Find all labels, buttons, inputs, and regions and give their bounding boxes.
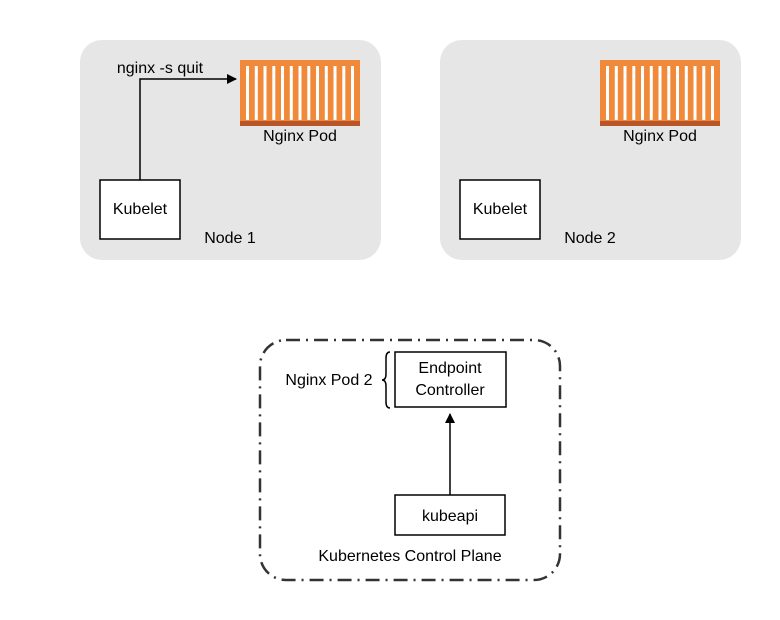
pod-stripe: [254, 66, 258, 120]
kubeapi-box: [394, 494, 506, 536]
node-2: Nginx Pod Kubelet Node 2: [440, 40, 741, 260]
control-plane: Endpoint Controller Nginx Pod 2 kubeapi …: [258, 338, 562, 582]
pod-stripe: [632, 66, 636, 120]
pod-stripe: [281, 66, 284, 120]
pod-stripe: [324, 66, 328, 120]
node-1-pod-label: Nginx Pod: [263, 128, 337, 145]
node-2-pod-label: Nginx Pod: [623, 128, 697, 145]
endpoint-controller-label-line2: Controller: [415, 382, 485, 399]
pod-stripe: [641, 66, 644, 120]
pod-stripe: [667, 66, 671, 120]
pod-stripe: [649, 66, 653, 120]
control-plane-label: Kubernetes Control Plane: [318, 548, 501, 565]
pod-base: [240, 121, 360, 126]
brace-label: Nginx Pod 2: [285, 372, 372, 389]
node-1-kubelet-box: [99, 179, 181, 240]
node-1-nginx-pod-icon: [240, 60, 360, 126]
endpoint-controller-label-line1: Endpoint: [418, 360, 482, 377]
pod-stripe: [711, 66, 714, 120]
pod-base: [600, 121, 720, 126]
pod-stripe: [684, 66, 688, 120]
pod-stripe: [246, 66, 249, 120]
node-1-label: Node 1: [204, 230, 256, 247]
brace-icon: [381, 351, 391, 409]
kubelet-to-pod-arrow: [139, 74, 237, 180]
arrow-label: nginx -s quit: [117, 60, 204, 77]
pod-stripe: [342, 66, 346, 120]
pod-stripe: [658, 66, 662, 120]
control-plane-border: [258, 338, 562, 582]
pod-stripe: [702, 66, 706, 120]
pod-stripe: [333, 66, 337, 120]
pod-stripe: [614, 66, 618, 120]
node-2-label: Node 2: [564, 230, 616, 247]
node-1: Nginx Pod Kubelet Node 1 nginx -s quit: [80, 40, 381, 260]
pod-stripe: [351, 66, 354, 120]
pod-stripe: [316, 66, 319, 120]
pod-stripe: [623, 66, 627, 120]
pod-stripe: [307, 66, 311, 120]
pod-stripe: [272, 66, 276, 120]
pod-stripe: [606, 66, 609, 120]
pod-stripe: [263, 66, 267, 120]
pod-stripe: [676, 66, 679, 120]
pod-stripe: [298, 66, 302, 120]
node-2-kubelet-box: [459, 179, 541, 240]
endpoint-controller-box: [394, 351, 507, 408]
node-2-kubelet-label: Kubelet: [473, 201, 528, 218]
pod-stripe: [289, 66, 293, 120]
kubeapi-label: kubeapi: [422, 508, 478, 525]
node-1-kubelet-label: Kubelet: [113, 201, 168, 218]
pod-stripe: [693, 66, 697, 120]
node-2-nginx-pod-icon: [600, 60, 720, 126]
